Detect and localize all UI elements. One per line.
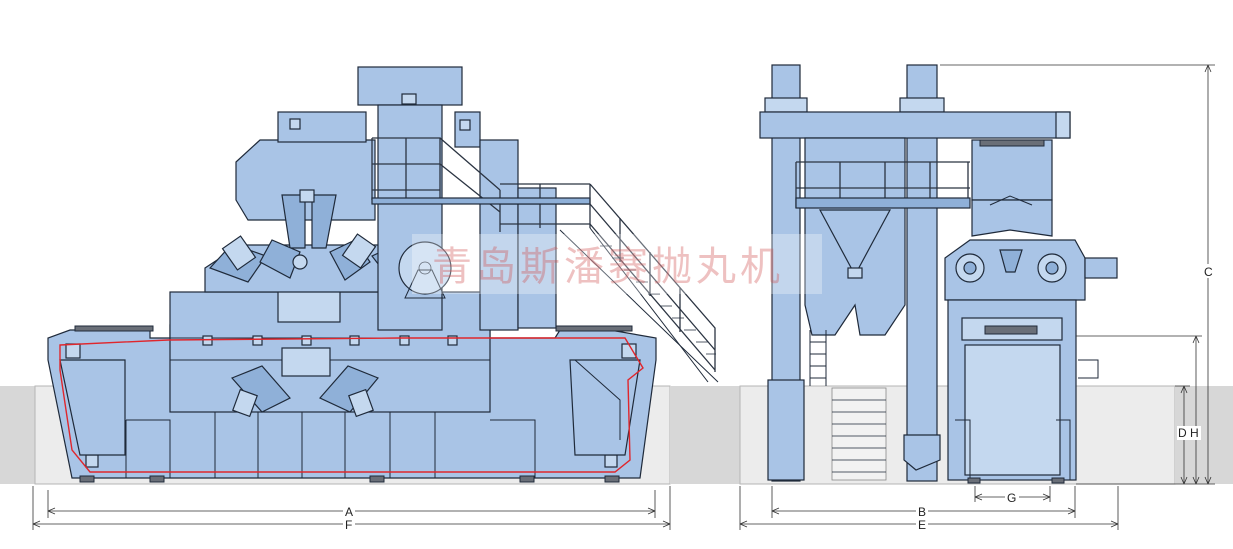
end-top-beam xyxy=(759,111,1071,139)
side-red-path xyxy=(59,337,644,473)
dim-label-h: H xyxy=(1190,426,1199,440)
side-lower-blast-wheel-right xyxy=(319,365,379,418)
side-right-column-2 xyxy=(517,187,557,329)
side-right-end xyxy=(569,359,641,456)
side-feet xyxy=(79,475,620,483)
side-left-end xyxy=(59,359,126,456)
end-blast-wheels xyxy=(955,249,1067,283)
dim-label-f: F xyxy=(345,518,352,532)
side-view xyxy=(47,66,719,483)
side-stairs xyxy=(559,183,719,383)
dim-label-c: C xyxy=(1204,265,1213,279)
side-hopper xyxy=(235,139,376,221)
side-top-plate-left xyxy=(74,325,154,332)
side-right-column xyxy=(479,139,519,331)
end-separator-box xyxy=(971,139,1053,201)
end-hopper-cone xyxy=(818,209,892,277)
side-platform-rails xyxy=(371,137,591,232)
dim-label-b: B xyxy=(918,505,926,519)
end-ladder xyxy=(809,330,827,386)
end-pit-stairs xyxy=(831,387,887,481)
side-top-plate-right xyxy=(555,325,633,332)
end-chute xyxy=(903,434,941,471)
watermark-text: 青岛斯潘赛抛丸机 xyxy=(432,244,784,290)
dimension-lines xyxy=(32,64,1215,530)
side-elevator-column xyxy=(377,104,443,331)
dim-label-g: G xyxy=(1007,491,1016,505)
side-inspection-panel xyxy=(281,347,331,377)
dim-label-d: D xyxy=(1178,426,1187,440)
dim-label-e: E xyxy=(918,518,926,532)
dim-label-a: A xyxy=(345,505,353,519)
end-view xyxy=(759,64,1118,484)
end-motor xyxy=(1084,257,1118,279)
side-lower-blast-wheel-left xyxy=(230,365,291,418)
end-door xyxy=(964,344,1061,476)
side-fan xyxy=(398,241,452,299)
